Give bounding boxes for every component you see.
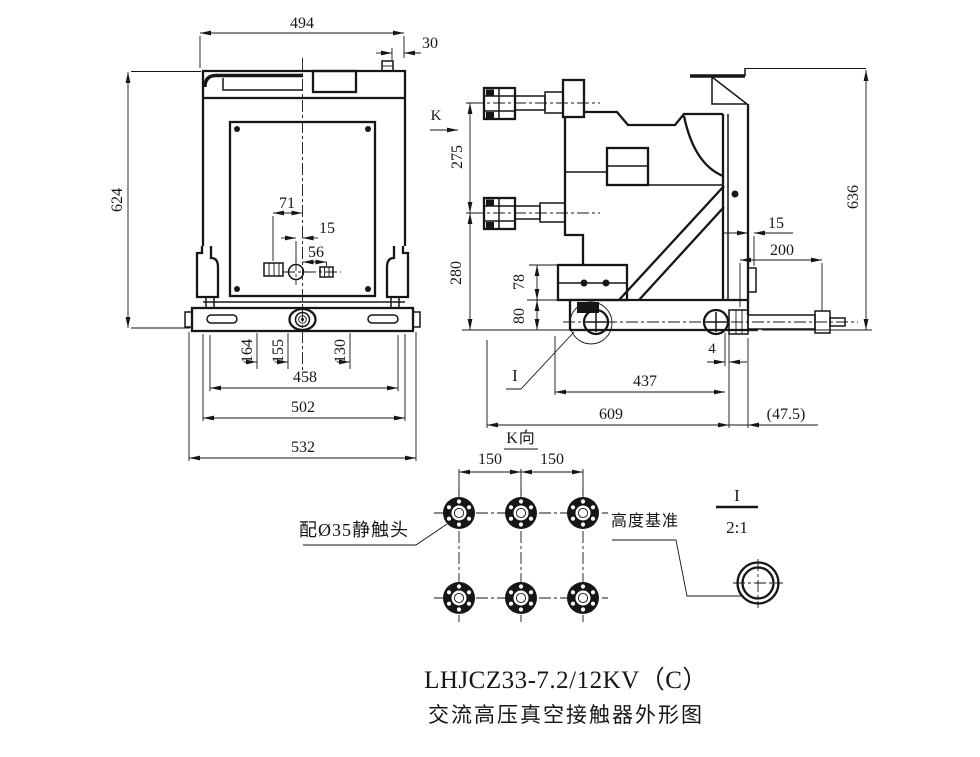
dim-164: 164 xyxy=(239,339,256,363)
dim-494: 494 xyxy=(290,15,314,32)
front-body-outline xyxy=(201,69,407,246)
title-caption: 交流高压真空接触器外形图 xyxy=(428,703,704,727)
lower-terminal xyxy=(472,196,600,231)
title-block: LHJCZ33-7.2/12KV（C） 交流高压真空接触器外形图 xyxy=(424,666,708,727)
contact xyxy=(443,582,475,614)
dim-609: 609 xyxy=(599,406,623,423)
dim-4: 4 xyxy=(708,341,716,357)
detail-scale: 2:1 xyxy=(726,518,748,537)
dim-155: 155 xyxy=(270,339,287,363)
contact xyxy=(443,497,475,529)
rear-plate xyxy=(721,104,750,315)
dim-458: 458 xyxy=(293,369,317,386)
detail-ref-label: I xyxy=(512,366,518,385)
contact xyxy=(505,497,537,529)
dim-130: 130 xyxy=(332,339,349,363)
dim-15-front: 15 xyxy=(319,220,335,237)
k-view: K向 xyxy=(299,429,741,622)
dim-150-right: 150 xyxy=(540,451,564,468)
detail-label: I xyxy=(734,486,740,505)
dim-78: 78 xyxy=(511,274,528,290)
rail-slot-left xyxy=(206,314,238,324)
dim-437: 437 xyxy=(633,373,657,390)
gusset xyxy=(711,75,750,105)
front-panel xyxy=(228,120,377,298)
diagonal-brace xyxy=(618,185,725,301)
pivot-dot xyxy=(731,190,739,198)
detail-view: I 2:1 xyxy=(716,486,783,608)
terminal-column xyxy=(561,78,586,119)
contact-terminals xyxy=(443,497,599,614)
dim-15-side: 15 xyxy=(768,215,784,232)
contact xyxy=(567,497,599,529)
panel-screw xyxy=(234,126,240,132)
dim-624: 624 xyxy=(109,188,126,212)
title-model: LHJCZ33-7.2/12KV（C） xyxy=(424,666,708,694)
detail-callout-circle xyxy=(569,301,613,345)
panel-screw xyxy=(365,126,371,132)
side-view: K 275 280 78 80 15 200 4 437 609 (47 xyxy=(430,68,872,428)
dim-71: 71 xyxy=(279,195,295,212)
front-view: 494 30 624 71 15 56 164 155 130 458 502 xyxy=(109,15,438,461)
k-view-label: K向 xyxy=(506,429,536,447)
dim-80: 80 xyxy=(511,308,528,324)
contact xyxy=(567,582,599,614)
datum-note: 高度基准 xyxy=(611,512,679,530)
dim-150-left: 150 xyxy=(478,451,502,468)
view-arrow-k: K xyxy=(431,108,442,124)
side-body-top xyxy=(584,110,723,127)
dim-280: 280 xyxy=(448,261,465,285)
dim-30: 30 xyxy=(422,35,438,52)
front-top-box xyxy=(311,69,358,94)
bracket-left xyxy=(195,246,220,299)
rail-center-bolt xyxy=(288,307,317,332)
panel-screw xyxy=(365,286,371,292)
dim-47-5: (47.5) xyxy=(767,406,806,423)
dim-56: 56 xyxy=(308,244,324,261)
dim-532: 532 xyxy=(291,439,315,456)
contact xyxy=(505,582,537,614)
rail-slot-right xyxy=(367,314,399,324)
dim-502: 502 xyxy=(291,399,315,416)
upper-terminal xyxy=(472,86,600,121)
contact-note: 配Ø35静触头 xyxy=(299,520,409,540)
panel-screw xyxy=(234,286,240,292)
dim-275: 275 xyxy=(449,145,466,169)
dim-200: 200 xyxy=(770,242,794,259)
bracket-right xyxy=(385,246,410,299)
aux-terminal-left xyxy=(263,262,284,277)
dim-636: 636 xyxy=(845,185,862,209)
aux-terminal-right xyxy=(319,266,334,278)
